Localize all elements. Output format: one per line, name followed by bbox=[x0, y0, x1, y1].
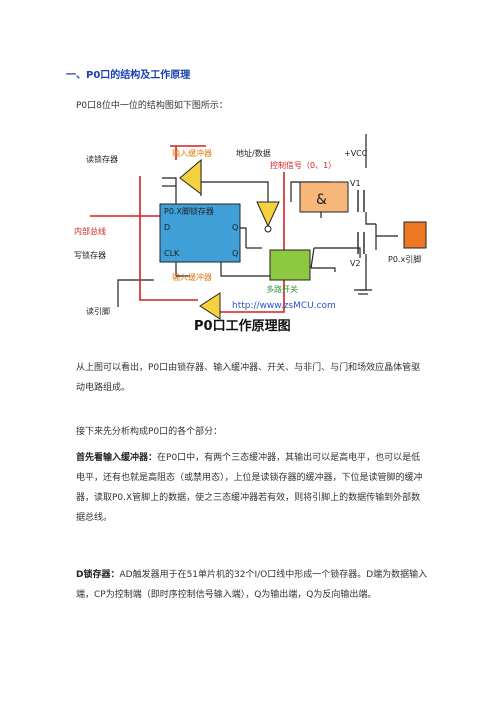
label-qbar: Q bbox=[232, 249, 238, 258]
label-addr-data: 地址/数据 bbox=[236, 148, 271, 158]
label-and-gate: & bbox=[316, 192, 327, 208]
paragraph-analysis-intro: 接下来先分析构成P0口的各个部分： bbox=[76, 427, 223, 437]
label-read-latch: 读锁存器 bbox=[86, 154, 118, 164]
paragraph-input-buffer: 首先看输入缓冲器：在P0口中，有两个三态缓冲器，其输出可以是高电平，也可以是低电… bbox=[76, 448, 428, 528]
label-clk: CLK bbox=[164, 249, 180, 258]
paragraph-components: 从上图可以看出，P0口由锁存器、输入缓冲器、开关、与非门、与门和场效应晶体管驱动… bbox=[76, 363, 421, 393]
paragraph-d-latch: D锁存器：AD触发器用于在51单片机的32个I/O口线中形成一个锁存器。D端为数… bbox=[76, 565, 428, 605]
label-write-latch: 写锁存器 bbox=[74, 250, 106, 260]
label-mux: 多路开关 bbox=[266, 284, 298, 294]
label-latch-title: P0.X脚锁存器 bbox=[164, 206, 214, 216]
label-pin: P0.x引脚 bbox=[388, 254, 421, 264]
p0-port-diagram: 读锁存器 输入缓冲器 地址/数据 +VCC 控制信号（0、1） V1 内部总线 … bbox=[74, 134, 427, 334]
label-input-buffer-top: 输入缓冲器 bbox=[172, 148, 212, 158]
label-url: http://www.zsMCU.com bbox=[232, 301, 336, 311]
label-v1: V1 bbox=[350, 179, 361, 188]
label-internal-bus: 内部总线 bbox=[74, 226, 106, 236]
section-heading: 一、P0口的结构及工作原理 bbox=[66, 70, 191, 81]
paragraph-input-buffer-title: 首先看输入缓冲器： bbox=[76, 453, 158, 463]
label-read-pin: 读引脚 bbox=[86, 306, 110, 316]
paragraph-input-buffer-body: 在P0口中，有两个三态缓冲器，其输出可以是高电平，也可以是低电平，还有也就是高阻… bbox=[76, 453, 423, 523]
label-vcc: +VCC bbox=[344, 149, 368, 158]
label-q: Q bbox=[232, 223, 238, 232]
label-v2: V2 bbox=[350, 259, 361, 268]
label-d: D bbox=[164, 223, 170, 232]
intro-text: P0口8位中一位的结构图如下图所示： bbox=[76, 101, 228, 111]
paragraph-d-latch-body: AD触发器用于在51单片机的32个I/O口线中形成一个锁存器。D端为数据输入端，… bbox=[76, 570, 428, 600]
figure-caption: P0口工作原理图 bbox=[194, 318, 291, 334]
label-control-signal: 控制信号（0、1） bbox=[270, 160, 336, 170]
label-input-buffer-bottom: 输入缓冲器 bbox=[172, 272, 212, 282]
paragraph-d-latch-title: D锁存器： bbox=[76, 570, 120, 580]
